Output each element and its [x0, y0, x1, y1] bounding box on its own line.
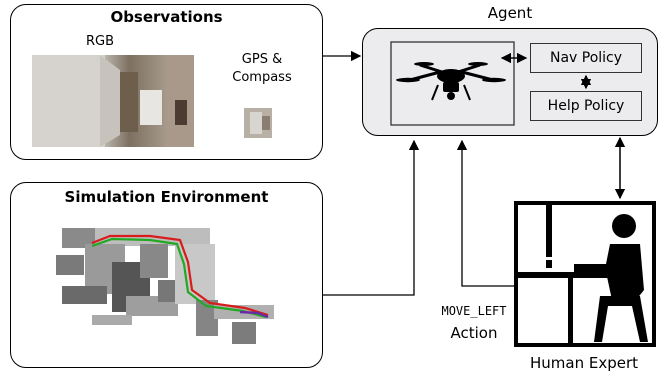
human-expert-icon [514, 201, 656, 347]
human-expert-label: Human Expert [529, 354, 639, 372]
rgb-label: RGB [85, 34, 115, 49]
drone-icon [396, 62, 506, 101]
agent-title: Agent [487, 4, 533, 22]
simulation-title: Simulation Environment [64, 188, 269, 206]
simulation-to-agent-arrow [323, 139, 420, 296]
nav-policy-box: Nav Policy [530, 43, 642, 73]
gps-compass-label-line1: GPS & [241, 52, 283, 67]
gps-compass-thumbnail [244, 108, 272, 138]
rgb-image [32, 55, 194, 147]
simulation-map [56, 228, 274, 344]
action-label: Action [450, 324, 498, 342]
observations-title: Observations [110, 8, 223, 26]
action-to-agent-arrow [456, 139, 516, 287]
help-policy-box: Help Policy [530, 91, 642, 121]
gps-compass-label-line2: Compass [232, 70, 292, 85]
action-command: MOVE_LEFT [441, 304, 507, 318]
